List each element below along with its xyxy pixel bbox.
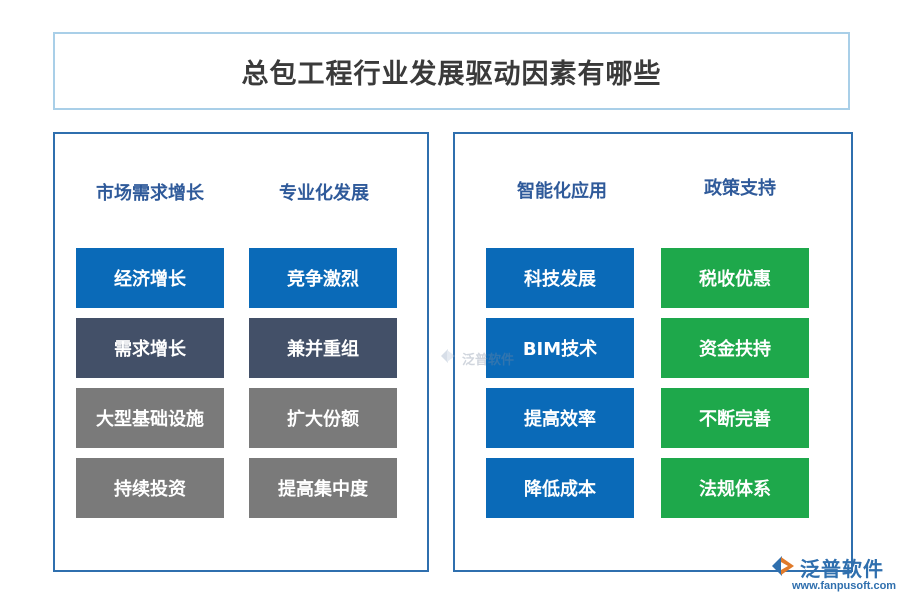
watermark-text: 泛普软件	[462, 352, 515, 368]
brand-logo: 泛普软件	[770, 553, 884, 582]
factor-box: 不断完善	[661, 388, 809, 448]
fanpu-logo-icon	[770, 554, 796, 582]
left-panel: 市场需求增长 专业化发展 经济增长 需求增长 大型基础设施 持续投资 竞争激烈 …	[53, 132, 429, 572]
column-heading-market-demand: 市场需求增长	[96, 183, 204, 204]
logo-url: www.fanpusoft.com	[792, 580, 897, 592]
factor-box: BIM技术	[486, 318, 634, 378]
factor-box: 扩大份额	[249, 388, 397, 448]
title-box: 总包工程行业发展驱动因素有哪些	[53, 32, 850, 110]
column-heading-specialization: 专业化发展	[279, 183, 369, 204]
factor-box: 提高集中度	[249, 458, 397, 518]
factor-box: 资金扶持	[661, 318, 809, 378]
column-heading-intelligent-application: 智能化应用	[517, 181, 607, 202]
factor-box: 持续投资	[76, 458, 224, 518]
factor-box: 大型基础设施	[76, 388, 224, 448]
factor-box: 科技发展	[486, 248, 634, 308]
watermark: 泛普软件	[438, 346, 514, 370]
factor-box: 提高效率	[486, 388, 634, 448]
factor-box: 需求增长	[76, 318, 224, 378]
factor-box: 税收优惠	[661, 248, 809, 308]
right-panel: 智能化应用 政策支持 科技发展 BIM技术 提高效率 降低成本 税收优惠 资金扶…	[453, 132, 853, 572]
factor-box: 经济增长	[76, 248, 224, 308]
factor-box: 竞争激烈	[249, 248, 397, 308]
factor-box: 降低成本	[486, 458, 634, 518]
factor-box: 兼并重组	[249, 318, 397, 378]
fanpu-watermark-icon	[438, 346, 458, 370]
factor-box: 法规体系	[661, 458, 809, 518]
column-heading-policy-support: 政策支持	[704, 178, 776, 199]
logo-text: 泛普软件	[800, 557, 884, 581]
page-title: 总包工程行业发展驱动因素有哪些	[241, 58, 662, 90]
